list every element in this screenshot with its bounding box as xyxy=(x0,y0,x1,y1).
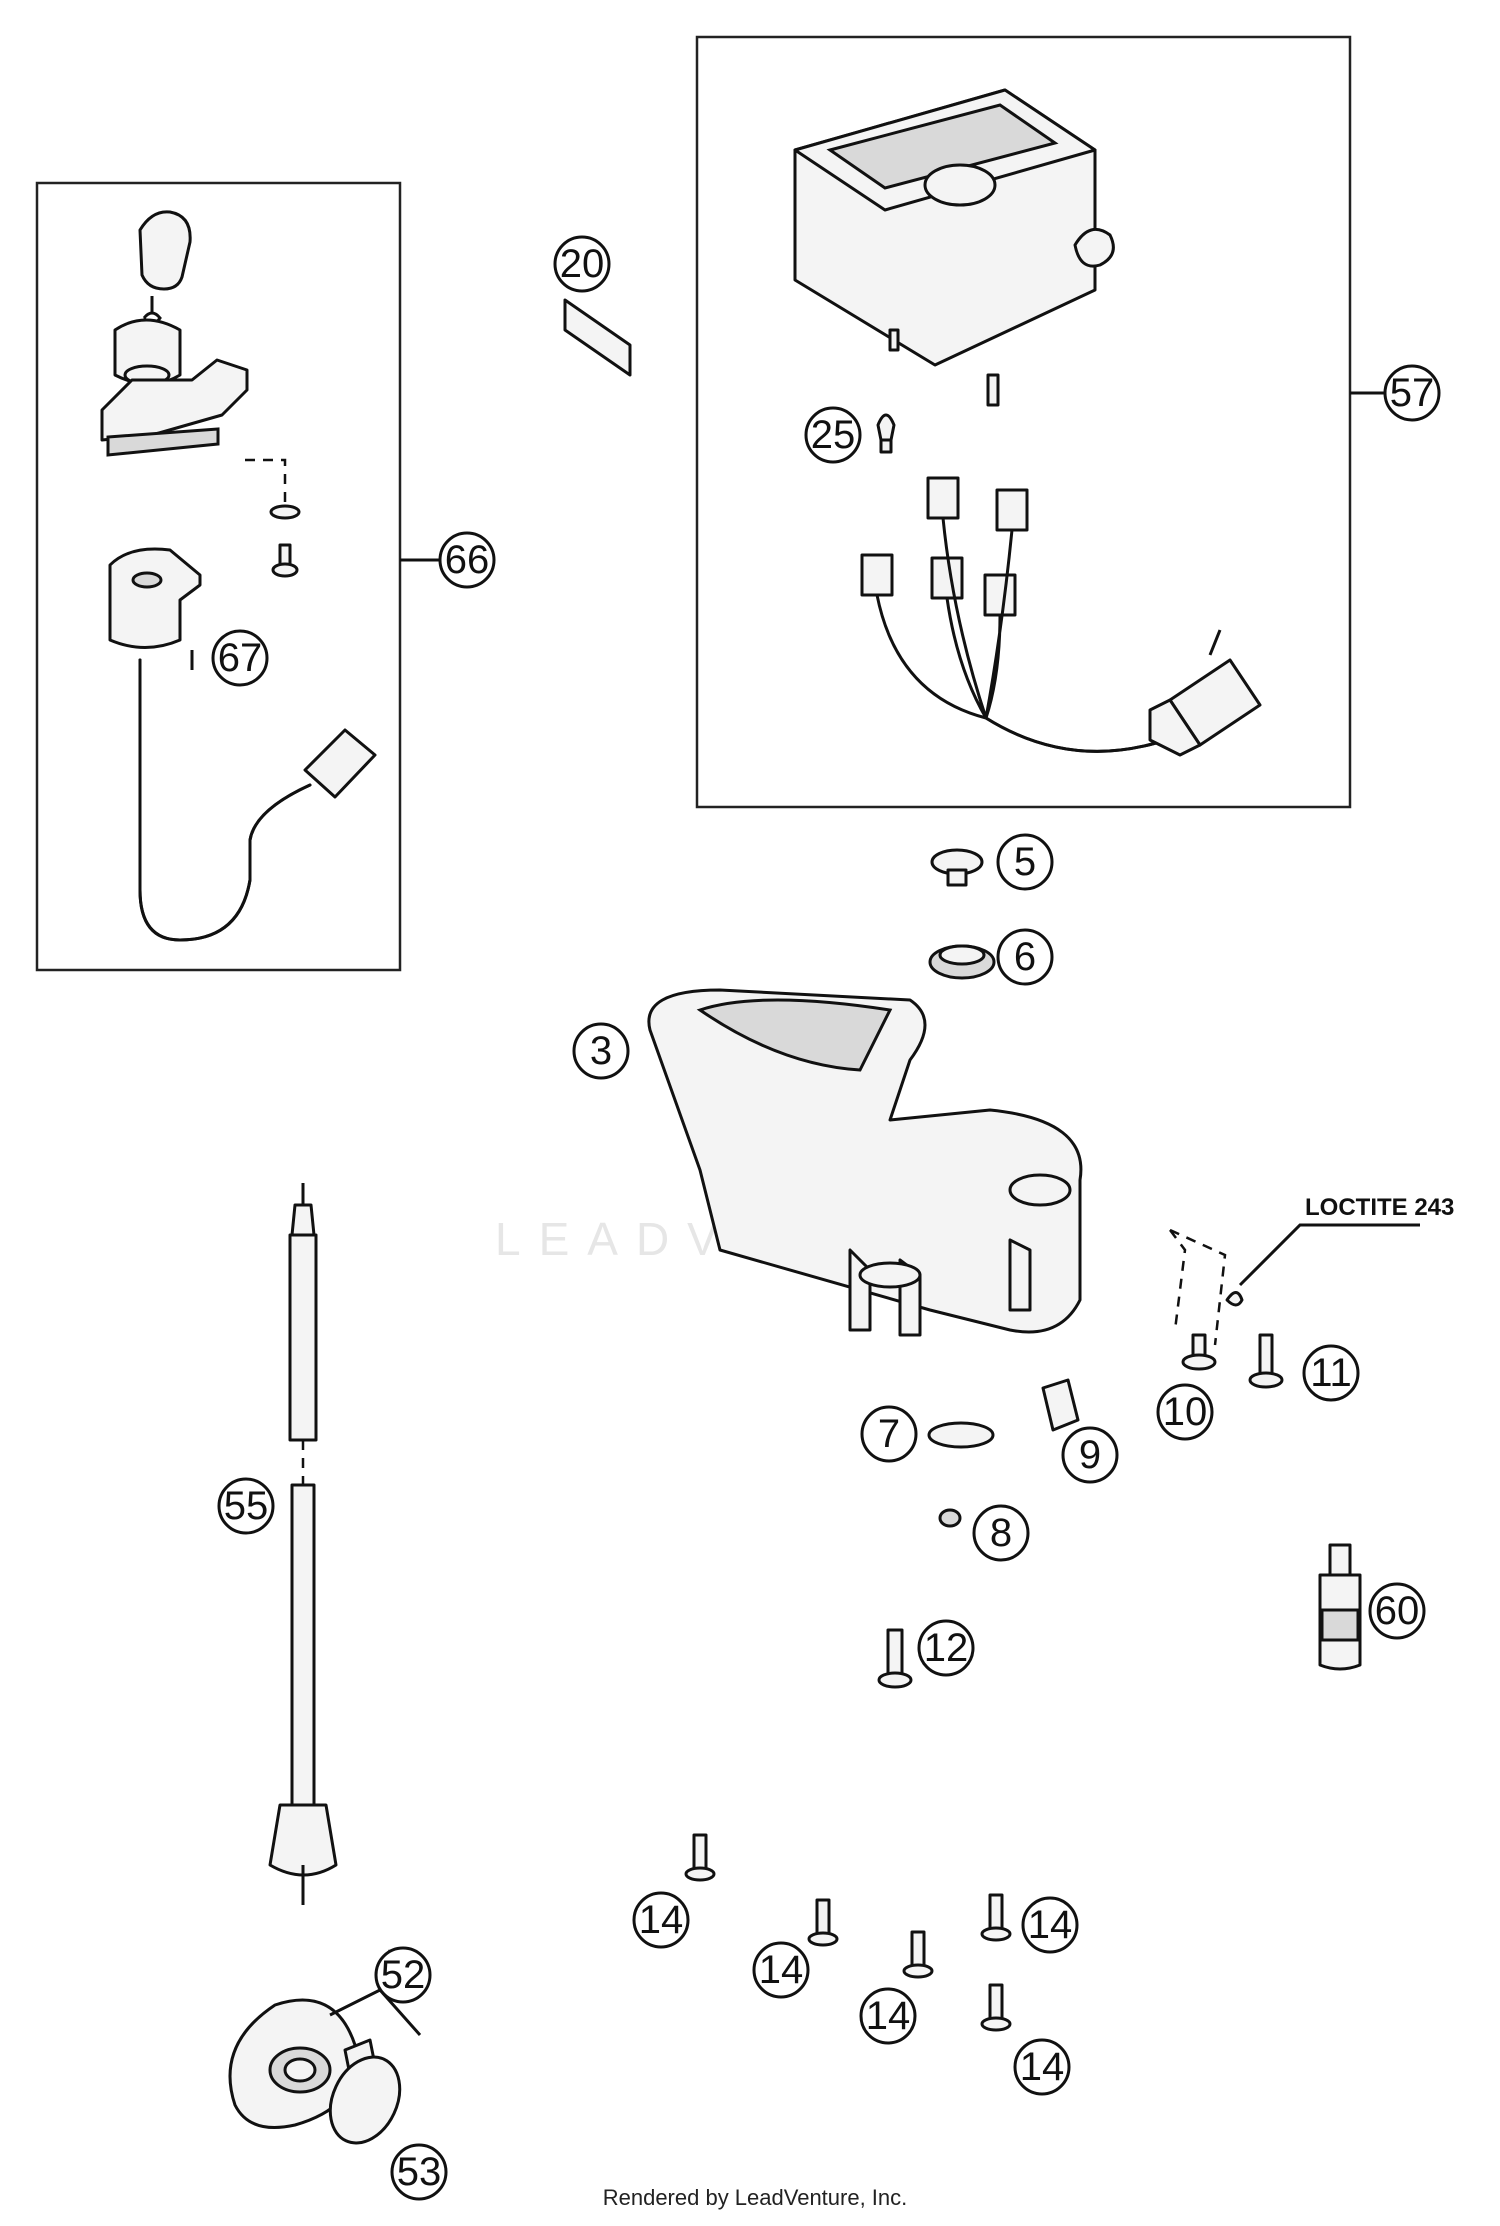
callout-55: 55 xyxy=(217,1477,275,1535)
svg-text:20: 20 xyxy=(560,242,605,286)
callout-66: 66 xyxy=(438,531,496,589)
lock-cylinder-part xyxy=(100,318,249,457)
ring-53-part xyxy=(328,2055,402,2145)
callout-9: 9 xyxy=(1061,1426,1119,1484)
lock-washer-part xyxy=(269,504,301,578)
loctite-drop xyxy=(1225,1291,1244,1307)
svg-text:14: 14 xyxy=(639,1898,684,1942)
render-credit: Rendered by LeadVenture, Inc. xyxy=(603,2185,908,2210)
callout-14-d: 14 xyxy=(1021,1896,1079,1954)
screw-14-part-e xyxy=(980,1983,1012,2032)
loctite-note: LOCTITE 243 xyxy=(1305,1194,1454,1221)
washer-7-part xyxy=(927,1421,995,1449)
svg-text:25: 25 xyxy=(811,413,856,457)
nut-8-part xyxy=(938,1508,962,1528)
svg-text:9: 9 xyxy=(1079,1433,1101,1477)
speedometer-cable-part xyxy=(268,1183,338,1905)
screw-14-part-a xyxy=(684,1833,716,1882)
loctite-bottle-60-part xyxy=(1318,1543,1362,1671)
callout-14-e: 14 xyxy=(1013,2038,1071,2096)
callout-14-c: 14 xyxy=(859,1987,917,2045)
callout-3: 3 xyxy=(572,1022,630,1080)
callout-10: 10 xyxy=(1156,1383,1214,1441)
ignition-switch-part xyxy=(108,547,377,942)
screw-14-part-d xyxy=(980,1893,1012,1942)
instrument-bracket-part xyxy=(647,988,1083,1337)
screw-14-part-b xyxy=(807,1898,839,1947)
loctite-leader xyxy=(1238,1223,1420,1287)
grommet-5-part xyxy=(930,848,984,887)
clip-9-part xyxy=(1041,1378,1080,1432)
svg-text:53: 53 xyxy=(397,2150,442,2194)
bulb-25-part xyxy=(876,413,896,454)
speedometer-part xyxy=(793,88,1115,407)
callout-7: 7 xyxy=(860,1405,918,1463)
speedometer-harness-part xyxy=(860,476,1262,757)
rubber-6-part xyxy=(928,944,996,980)
bracket-dash-line xyxy=(1169,1228,1227,1346)
callout-12: 12 xyxy=(917,1619,975,1677)
callout-11: 11 xyxy=(1302,1344,1360,1402)
callout-60: 60 xyxy=(1368,1582,1426,1640)
part-20-pad xyxy=(563,298,632,377)
svg-text:6: 6 xyxy=(1014,935,1036,979)
callout-14-a: 14 xyxy=(632,1891,690,1949)
svg-text:10: 10 xyxy=(1163,1390,1208,1434)
screw-10-part xyxy=(1181,1333,1217,1371)
ignition-lock-group-box xyxy=(35,181,402,972)
screw-11-part xyxy=(1248,1333,1284,1389)
callout-20: 20 xyxy=(553,235,611,293)
lock-dash-line xyxy=(245,458,287,505)
svg-text:12: 12 xyxy=(924,1626,969,1670)
svg-text:14: 14 xyxy=(759,1948,804,1992)
svg-text:3: 3 xyxy=(590,1029,612,1073)
callout-6: 6 xyxy=(996,928,1054,986)
svg-text:60: 60 xyxy=(1375,1589,1420,1633)
svg-text:5: 5 xyxy=(1014,840,1036,884)
callout-8: 8 xyxy=(972,1504,1030,1562)
svg-text:57: 57 xyxy=(1390,371,1435,415)
callout-25: 25 xyxy=(804,406,862,464)
svg-text:7: 7 xyxy=(878,1412,900,1456)
callout-53: 53 xyxy=(390,2143,448,2201)
svg-text:11: 11 xyxy=(1310,1351,1352,1395)
ignition-key-part xyxy=(138,210,192,326)
screw-14-part-c xyxy=(902,1930,934,1979)
svg-text:14: 14 xyxy=(1028,1903,1073,1947)
screw-12-part xyxy=(877,1628,913,1689)
svg-text:66: 66 xyxy=(445,538,490,582)
svg-text:14: 14 xyxy=(866,1994,911,2038)
svg-text:67: 67 xyxy=(218,636,263,680)
speedometer-group-box xyxy=(695,35,1352,809)
callout-5: 5 xyxy=(996,833,1054,891)
callout-67: 67 xyxy=(211,629,269,687)
speedo-drive-52-part xyxy=(228,1998,377,2129)
callout-57: 57 xyxy=(1383,364,1441,422)
svg-text:8: 8 xyxy=(990,1511,1012,1555)
svg-text:52: 52 xyxy=(381,1953,426,1997)
svg-text:14: 14 xyxy=(1020,2045,1065,2089)
callout-52: 52 xyxy=(374,1946,432,2004)
svg-text:55: 55 xyxy=(224,1484,269,1528)
callout-14-b: 14 xyxy=(752,1941,810,1999)
